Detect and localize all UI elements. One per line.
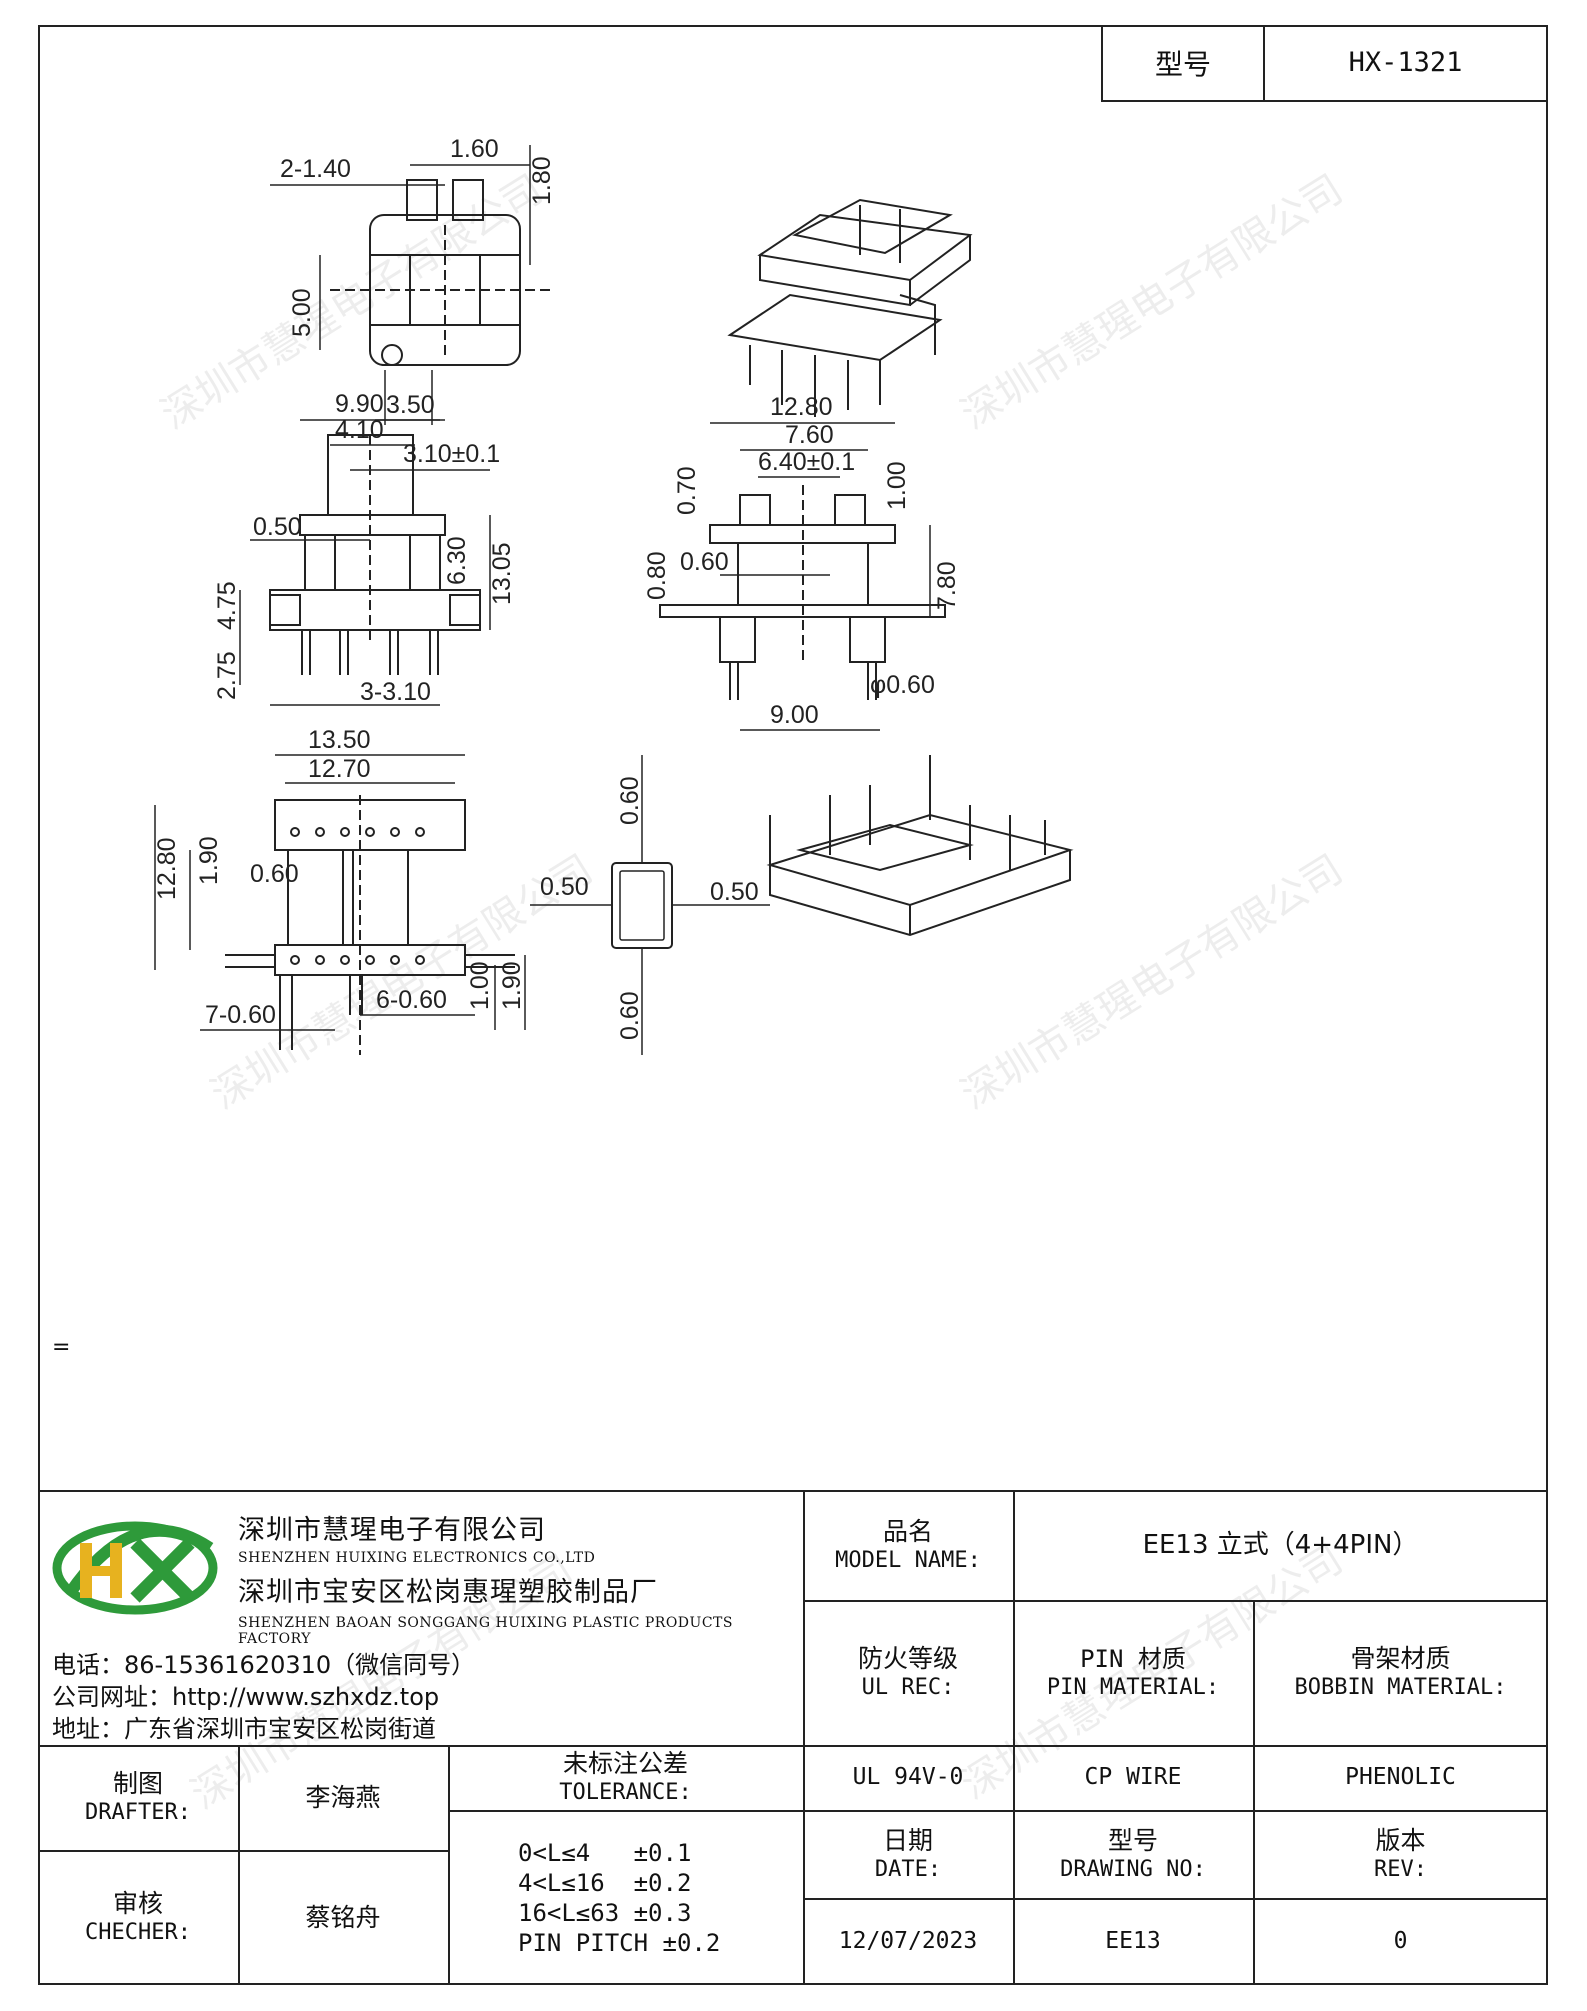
- dim-front-base: 4.75: [213, 581, 241, 630]
- dim-bottom-d1: 1.00: [466, 961, 494, 1010]
- side-view: 12.80 7.60 6.40±0.1 0.70 1.00 0.80 0.60 …: [643, 393, 961, 731]
- tolerance-row-1: 0<L≤4 ±0.1: [518, 1838, 692, 1867]
- tolerance-table: 0<L≤4 ±0.1 4<L≤16 ±0.2 16<L≤63 ±0.3 PIN …: [448, 1810, 803, 1985]
- isometric-view-bottom: [766, 755, 1074, 937]
- dim-bottom-width1: 13.50: [308, 726, 371, 754]
- dim-bottom-pins-right: 6-0.60: [376, 986, 447, 1014]
- revision-label: 版本 REV:: [1374, 1825, 1427, 1882]
- dim-top-width: 1.60: [450, 135, 499, 163]
- top-view: 2-1.40 1.60 1.80 5.00 3.50: [270, 135, 556, 425]
- dim-bottom-d2: 1.90: [498, 961, 526, 1010]
- dim-front-slot: 3.10±0.1: [403, 440, 500, 468]
- dim-section-left: 0.50: [540, 873, 589, 901]
- dim-side-dia: φ0.60: [870, 671, 935, 699]
- equal-mark: =: [52, 1335, 71, 1360]
- dim-side-width: 12.80: [770, 393, 833, 421]
- model-header-box: 型号 HX-1321: [1101, 25, 1548, 102]
- tolerance-row-2: 4<L≤16 ±0.2: [518, 1868, 692, 1897]
- dim-top-pins: 2-1.40: [280, 155, 351, 183]
- dim-bottom-height2: 1.90: [195, 836, 223, 885]
- dim-side-top2: 1.00: [883, 461, 911, 510]
- checker-label: 审核 CHECHER:: [85, 1889, 191, 1946]
- model-value: HX-1321: [1348, 47, 1463, 78]
- dim-front-inner: 4.10: [335, 416, 384, 444]
- checker-value: 蔡铭舟: [305, 1902, 381, 1932]
- model-label: 型号: [1103, 25, 1265, 100]
- dim-side-pins: 9.00: [770, 701, 819, 729]
- pin-material-label: PIN 材质 PIN MATERIAL:: [1046, 1644, 1220, 1700]
- bottom-view: 13.50 12.70 12.80 1.90 0.60 7-0.60 6-0.6…: [153, 726, 526, 1055]
- company-logo: [52, 1521, 218, 1615]
- company-name-cn: 深圳市慧瑆电子有限公司: [238, 1515, 546, 1546]
- dim-front-flange: 0.50: [253, 513, 302, 541]
- revision-value: 0: [1393, 1928, 1408, 1955]
- dim-side-top1: 0.70: [673, 466, 701, 515]
- dim-section-top: 0.60: [616, 776, 644, 825]
- ul-rec-label: 防火等级 UL REC:: [857, 1644, 958, 1701]
- factory-name-en: SHENZHEN BAOAN SONGGANG HUIXING PLASTIC …: [238, 1615, 733, 1647]
- dim-side-slot: 6.40±0.1: [758, 448, 855, 476]
- drawing-no-label: 型号 DRAWING NO:: [1060, 1825, 1206, 1882]
- tolerance-label: 未标注公差 TOLERANCE:: [559, 1749, 692, 1806]
- model-name-value: EE13 立式（4+4PIN）: [1142, 1529, 1419, 1560]
- ul-rec-value: UL 94V-0: [852, 1764, 964, 1791]
- isometric-view-top: [727, 198, 973, 417]
- dim-bottom-height: 12.80: [153, 837, 181, 900]
- dim-section-right: 0.50: [710, 878, 759, 906]
- pin-material-value: CP WIRE: [1084, 1764, 1182, 1791]
- dim-front-core: 6.30: [443, 536, 471, 585]
- factory-name-cn: 深圳市宝安区松岗惠瑆塑胶制品厂: [238, 1577, 658, 1608]
- dim-top-bottom: 3.50: [386, 391, 435, 419]
- dim-front-pitch: 3-3.10: [360, 678, 431, 706]
- dim-side-height: 7.80: [933, 561, 961, 610]
- bobbin-material-value: PHENOLIC: [1345, 1764, 1456, 1791]
- dim-side-flange2: 0.60: [680, 548, 729, 576]
- dim-top-height: 1.80: [528, 156, 556, 205]
- date-label: 日期 DATE:: [874, 1825, 942, 1882]
- dim-top-side: 5.00: [288, 288, 316, 337]
- technical-drawing: 2-1.40 1.60 1.80 5.00 3.50: [70, 105, 1380, 1365]
- dim-section-bottom: 0.60: [616, 991, 644, 1040]
- drawing-sheet: [38, 25, 1548, 1985]
- company-address: 地址：广东省深圳市宝安区松岗街道: [52, 1715, 436, 1743]
- drawing-no-value: EE13: [1105, 1928, 1161, 1955]
- company-phone: 电话：86-15361620310（微信同号）: [52, 1651, 476, 1679]
- drafter-value: 李海燕: [305, 1782, 381, 1812]
- dim-bottom-thickness: 0.60: [250, 860, 299, 888]
- dim-side-flange1: 0.80: [643, 551, 671, 600]
- date-value: 12/07/2023: [838, 1928, 978, 1955]
- company-name-en: SHENZHEN HUIXING ELECTRONICS CO.,LTD: [238, 1550, 596, 1566]
- front-view: 9.90 4.10 3.10±0.1 0.50 6.30 13.05 4.75 …: [213, 390, 516, 706]
- dim-bottom-width2: 12.70: [308, 755, 371, 783]
- company-website: 公司网址：http://www.szhxdz.top: [52, 1683, 440, 1711]
- section-view: 0.60 0.50 0.50 0.60: [530, 755, 770, 1055]
- dim-side-inner: 7.60: [785, 421, 834, 449]
- tolerance-row-4: PIN PITCH ±0.2: [518, 1928, 721, 1957]
- model-name-label: 品名 MODEL NAME:: [835, 1516, 981, 1573]
- drafter-label: 制图 DRAFTER:: [85, 1769, 191, 1826]
- dim-front-pin: 2.75: [213, 651, 241, 700]
- title-block: 深圳市慧瑆电子有限公司 SHENZHEN HUIXING ELECTRONICS…: [38, 1490, 1548, 1985]
- company-info: 深圳市慧瑆电子有限公司 SHENZHEN HUIXING ELECTRONICS…: [38, 1490, 803, 1745]
- dim-front-width: 9.90: [335, 390, 384, 418]
- bobbin-material-label: 骨架材质 BOBBIN MATERIAL:: [1294, 1644, 1507, 1701]
- tolerance-row-3: 16<L≤63 ±0.3: [518, 1898, 692, 1927]
- dim-front-total: 13.05: [488, 542, 516, 605]
- dim-bottom-pins-left: 7-0.60: [205, 1001, 276, 1029]
